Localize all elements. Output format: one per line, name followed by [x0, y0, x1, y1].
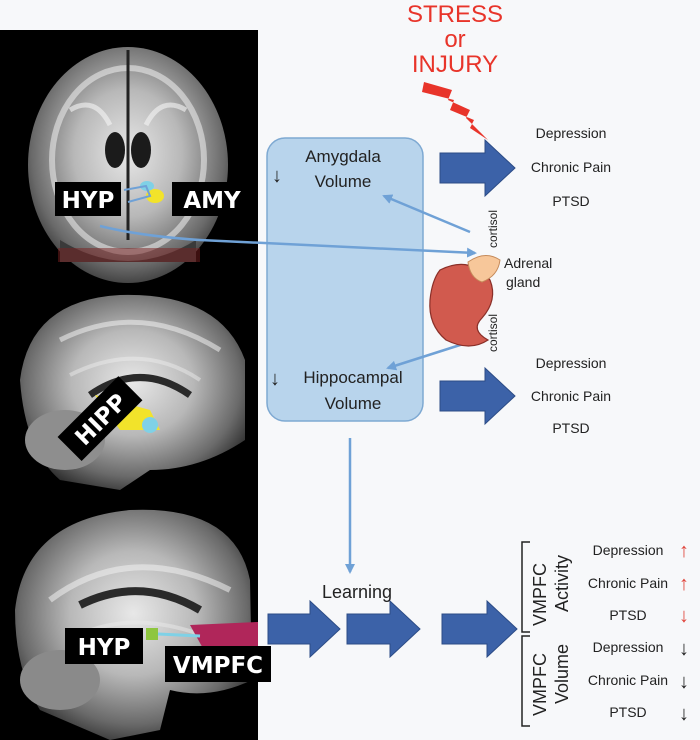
hyp-to-learning-arrow	[267, 599, 341, 659]
hyp-bottom-label: HYP	[78, 635, 131, 661]
vmpfc-activity-line-1: VMPFC	[530, 563, 550, 626]
cortisol-top-label: cortisol	[486, 210, 500, 248]
hyp-top-label: HYP	[62, 188, 115, 214]
vmpfc-brackets	[521, 541, 530, 727]
amy-label: AMY	[183, 188, 241, 214]
volume-arrow-2: ↓	[679, 671, 689, 693]
stress-line-1: STRESS	[407, 1, 503, 28]
volume-item-2: Chronic Pain	[588, 672, 668, 688]
amygdala-roi	[146, 189, 164, 203]
outcomes-top: Depression Chronic Pain PTSD	[531, 125, 611, 209]
amygdala-line-2: Volume	[315, 172, 372, 191]
hyp-bottom-badge	[65, 628, 143, 664]
hippocampal-line-1: Hippocampal	[303, 368, 402, 387]
vmpfc-activity-line-2: Activity	[552, 555, 572, 612]
hippocampal-outcome-arrow	[439, 366, 516, 426]
midline-brain-image	[15, 509, 258, 740]
activity-item-3: PTSD	[609, 607, 646, 623]
outcomes-mid: Depression Chronic Pain PTSD	[531, 355, 611, 436]
hippocampal-line-2: Volume	[325, 394, 382, 413]
activity-arrow-1: ↑	[679, 540, 689, 562]
volume-arrow-1: ↓	[679, 638, 689, 660]
hyp-to-adrenal-arrow	[99, 224, 477, 258]
vmpfc-volume-list: Depression ↓ Chronic Pain ↓ PTSD ↓	[588, 638, 689, 725]
hyp-top-badge	[55, 182, 121, 216]
outcome-mid-3: PTSD	[552, 420, 589, 436]
outcome-top-1: Depression	[536, 125, 607, 141]
amy-badge	[172, 182, 252, 216]
volume-arrow-3: ↓	[679, 703, 689, 725]
adrenal-label-line-2: gland	[506, 274, 540, 290]
learning-label: Learning	[322, 582, 392, 602]
volume-item-1: Depression	[593, 639, 664, 655]
hippocampal-down-arrow: ↓	[270, 368, 280, 390]
stress-title: STRESS or INJURY	[407, 1, 503, 78]
cortisol-bottom-label: cortisol	[486, 314, 500, 352]
outcome-top-3: PTSD	[552, 193, 589, 209]
vmpfc-volume-line-2: Volume	[552, 644, 572, 704]
cortisol-to-amygdala-arrow	[382, 194, 471, 234]
vmpfc-outcome-arrow	[441, 599, 518, 659]
coronal-brain-image	[28, 47, 228, 283]
vmpfc-label: VMPFC	[173, 653, 263, 679]
lightning-bolt-icon	[422, 82, 488, 140]
activity-arrow-2: ↑	[679, 573, 689, 595]
adrenal-gland-icon	[429, 255, 501, 347]
vmpfc-roi	[190, 622, 258, 652]
stress-line-3: INJURY	[412, 51, 498, 78]
volume-box	[266, 137, 424, 422]
volume-item-3: PTSD	[609, 704, 646, 720]
activity-item-1: Depression	[593, 542, 664, 558]
hypothalamus-roi-bottom	[146, 628, 158, 640]
stress-line-2: or	[444, 26, 465, 53]
vmpfc-activity-list: Depression ↑ Chronic Pain ↑ PTSD ↓	[588, 540, 689, 627]
amygdala-line-1: Amygdala	[305, 147, 381, 166]
connector-arrows	[99, 194, 483, 574]
big-arrows	[267, 138, 518, 659]
outcome-mid-2: Chronic Pain	[531, 388, 611, 404]
outcome-top-2: Chronic Pain	[531, 159, 611, 175]
hipp-badge	[57, 376, 143, 462]
activity-arrow-3: ↓	[679, 605, 689, 627]
vmpfc-badge	[165, 646, 271, 682]
amygdala-outcome-arrow	[439, 138, 516, 198]
learning-arrow	[346, 599, 421, 659]
adrenal-label-line-1: Adrenal	[504, 255, 552, 271]
activity-item-2: Chronic Pain	[588, 575, 668, 591]
outcome-mid-1: Depression	[536, 355, 607, 371]
amygdala-down-arrow: ↓	[272, 165, 282, 187]
vmpfc-volume-line-1: VMPFC	[530, 653, 550, 716]
mri-panel: HYP AMY HIPP HYP VMPFC	[0, 30, 271, 740]
